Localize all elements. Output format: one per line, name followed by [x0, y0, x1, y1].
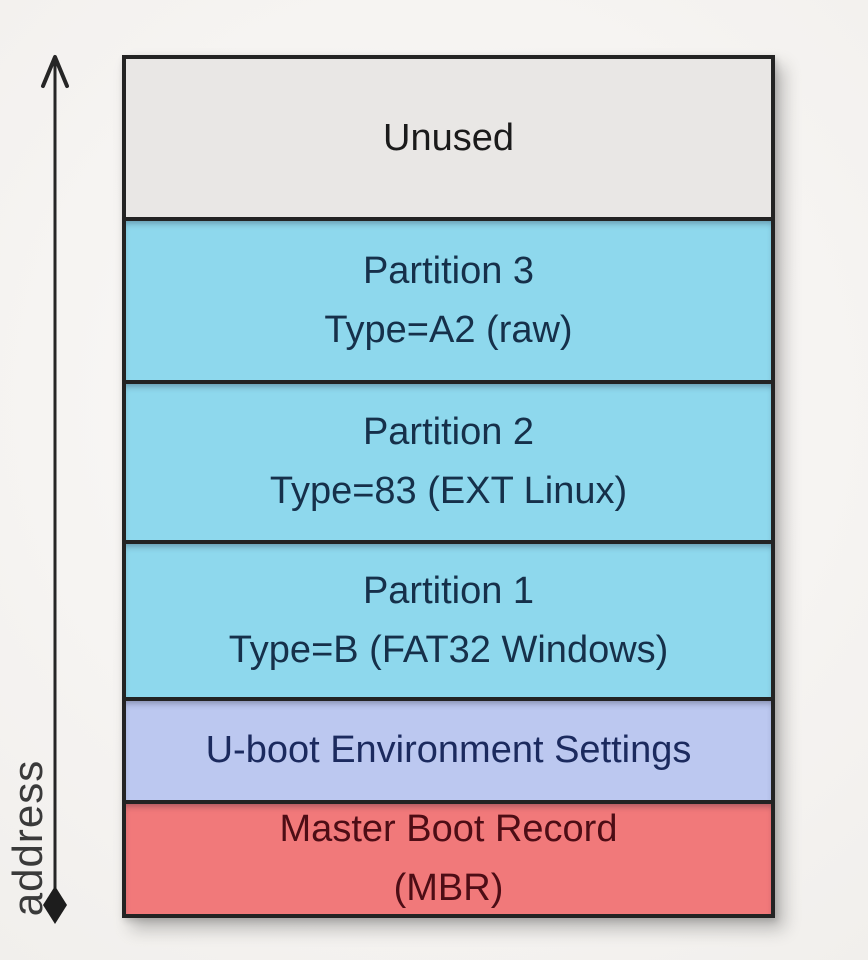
block-label: (MBR) [393, 867, 504, 909]
block-label: Type=A2 (raw) [324, 308, 573, 351]
block-uboot-env: U-boot Environment Settings [126, 697, 771, 800]
address-axis-arrow-icon [41, 55, 69, 924]
block-label: Type=B (FAT32 Windows) [228, 628, 669, 671]
block-partition-2: Partition 2 Type=83 (EXT Linux) [126, 380, 771, 540]
block-partition-1: Partition 1 Type=B (FAT32 Windows) [126, 540, 771, 697]
block-label: Unused [383, 116, 514, 159]
block-label: Partition 1 [362, 569, 535, 612]
address-axis-label: address [4, 759, 51, 917]
block-label: U-boot Environment Settings [205, 729, 692, 771]
block-label: Partition 2 [362, 411, 535, 453]
block-label: Partition 3 [362, 249, 535, 292]
block-mbr: Master Boot Record (MBR) [126, 800, 771, 914]
block-partition-3: Partition 3 Type=A2 (raw) [126, 217, 771, 380]
block-label: Master Boot Record [279, 808, 618, 850]
block-unused: Unused [126, 59, 771, 217]
block-label: Type=83 (EXT Linux) [269, 470, 628, 512]
